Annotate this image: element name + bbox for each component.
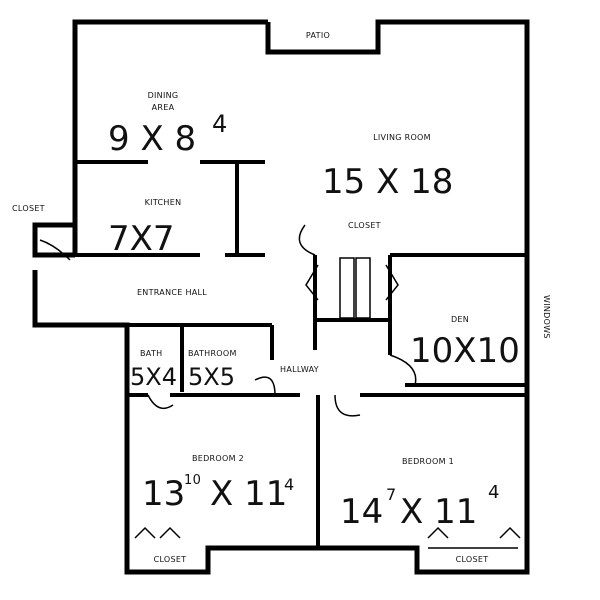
dining-dimension: 9 X 8: [108, 119, 196, 159]
bedroom1-dimension-b: X 11: [400, 492, 477, 532]
bedroom1-dimension-a: 14: [340, 492, 383, 532]
den-dimension: 10X10: [410, 331, 520, 371]
living-room-label: LIVING ROOM: [373, 133, 431, 142]
den-label: DEN: [451, 315, 469, 324]
kitchen-dimension: 7X7: [108, 219, 175, 259]
bath-label: BATH: [140, 349, 162, 358]
entrance-hall-label: ENTRANCE HALL: [137, 288, 207, 297]
bath-dimension: 5X4: [130, 363, 177, 391]
hallway-label: HALLWAY: [280, 365, 319, 374]
patio-label: PATIO: [306, 31, 330, 40]
bedroom1-label: BEDROOM 1: [402, 457, 454, 466]
bedroom1-dimension-b-sup: 4: [488, 482, 500, 503]
closet-left-label: CLOSET: [12, 204, 45, 213]
bedroom2-label: BEDROOM 2: [192, 454, 244, 463]
bathroom-dimension: 5X5: [188, 363, 235, 391]
living-room-dimension: 15 X 18: [322, 162, 453, 202]
kitchen-label: KITCHEN: [145, 198, 182, 207]
windows-label: WINDOWS: [542, 295, 551, 339]
closet-bedroom2-label: CLOSET: [154, 555, 187, 564]
bedroom2-dimension-b-sup: 4: [284, 475, 294, 494]
bedroom2-dimension-b: X 11: [210, 474, 287, 514]
bedroom1-dimension-a-sup: 7: [386, 485, 396, 504]
dining-dimension-sup: 4: [212, 110, 227, 138]
door-swings: [39, 224, 521, 549]
bedroom2-dimension-a: 13: [142, 474, 185, 514]
closet-mid-label: CLOSET: [348, 221, 381, 230]
closet-bedroom1-label: CLOSET: [456, 555, 489, 564]
bedroom2-dimension-a-sup: 10: [184, 473, 201, 488]
bathroom-label: BATHROOM: [188, 349, 237, 358]
exterior-walls: [32, 19, 530, 575]
dining-label-line1: DINING: [148, 91, 179, 100]
dining-label-line2: AREA: [152, 103, 175, 112]
